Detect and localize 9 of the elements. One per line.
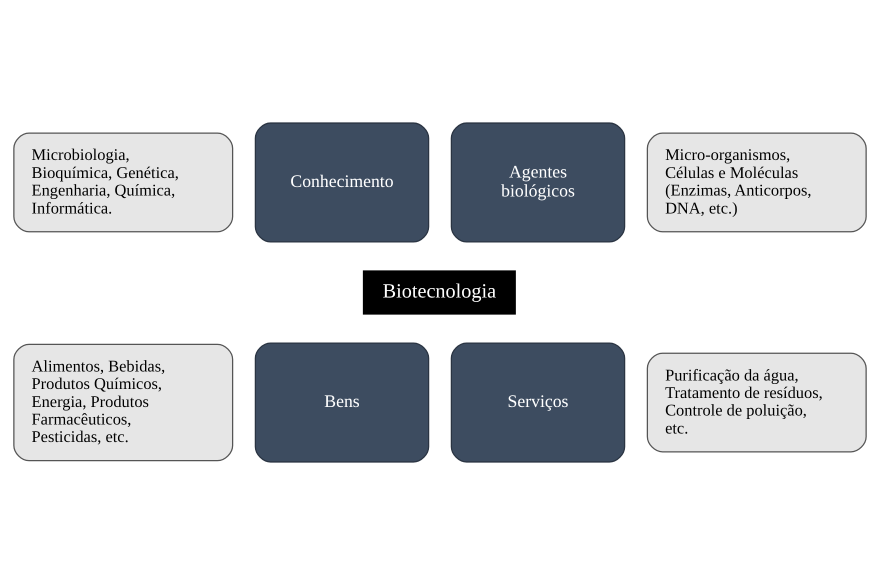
node-box: Purificação da água, Tratamento de resíduos, Controle de poluição, etc. xyxy=(646,352,867,452)
node-box: Conhecimento xyxy=(254,122,430,242)
node-box: Micro-organismos, Células e Moléculas (Enzimas, Anticorpos, DNA, etc.) xyxy=(646,132,867,232)
node-box: Bens xyxy=(254,342,430,462)
node-box: Microbiologia, Bioquímica, Genética, Engenharia, Química, Informática. xyxy=(13,132,234,232)
node-box: Agentes biológicos xyxy=(450,122,626,242)
node-box: Alimentos, Bebidas, Produtos Químicos, Energia, Produtos Farmacêuticos, Pesticidas, etc. xyxy=(13,343,234,461)
node-box: Biotecnologia xyxy=(362,268,518,316)
node-box: Serviços xyxy=(450,342,626,462)
